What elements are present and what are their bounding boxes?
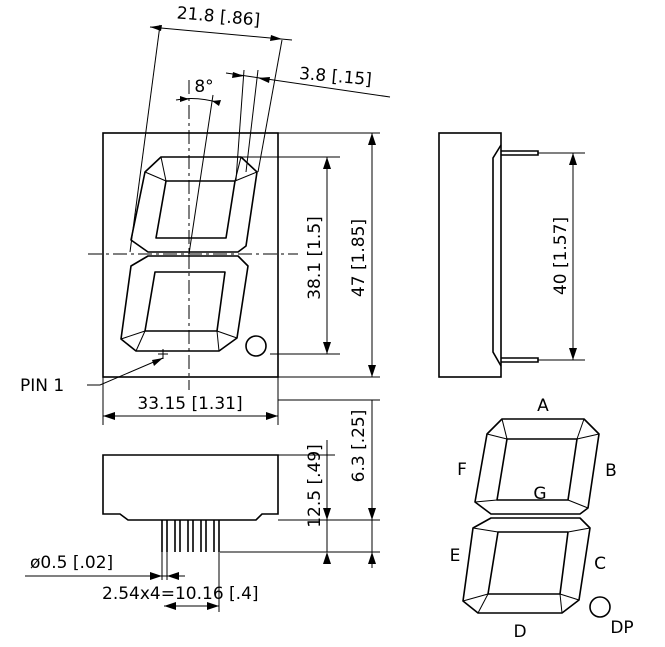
- slant-axis-line: [188, 94, 214, 255]
- seg-bevel: [135, 330, 146, 352]
- legend-digit-upper-outer: [474, 418, 600, 515]
- arrow: [167, 572, 179, 580]
- pin1-leader: [87, 357, 164, 386]
- arrow: [103, 412, 115, 420]
- legend-label-c: C: [594, 554, 606, 574]
- dim-line-segment: [225, 72, 391, 98]
- seg-bevel: [567, 527, 591, 533]
- digit-upper-outer: [130, 156, 258, 253]
- legend-label-e: E: [450, 546, 461, 566]
- arrow: [180, 96, 189, 102]
- arrow: [368, 552, 376, 564]
- front-body-outline: [102, 132, 279, 378]
- dim-angle-label: 8°: [194, 77, 213, 97]
- arrow: [150, 572, 162, 580]
- seg-bevel: [576, 418, 585, 440]
- seg-bevel: [576, 433, 600, 440]
- side-body-step: [492, 144, 502, 367]
- seg-bevel: [462, 593, 489, 602]
- digit-lower-inner: [144, 271, 226, 332]
- side-view: 40 [1.57]: [438, 132, 585, 378]
- arrow: [323, 157, 331, 169]
- side-pin-top: [501, 150, 539, 156]
- seg-bevel: [474, 499, 498, 503]
- seg-bevel: [234, 171, 258, 182]
- pin1-label: PIN 1: [20, 376, 64, 396]
- arrow: [258, 77, 270, 83]
- dim-body-thickness-label: 6.3 [.25]: [349, 410, 369, 483]
- arrow: [207, 602, 219, 610]
- seg-bevel: [160, 156, 167, 182]
- arrow: [569, 153, 577, 165]
- arrow: [164, 602, 176, 610]
- segment-legend: A B C D E F G DP: [450, 396, 634, 642]
- dim-total-height-label: 47 [1.85]: [349, 219, 369, 297]
- digit-upper-inner: [155, 180, 236, 239]
- arrow: [323, 552, 331, 564]
- dim-line-width: [149, 26, 293, 41]
- arrow: [150, 25, 162, 31]
- seg-bevel: [477, 593, 489, 614]
- arrow: [212, 100, 221, 106]
- digit-lower-outer: [120, 255, 249, 352]
- dim-body-width-label: 33.15 [1.31]: [137, 394, 242, 414]
- seg-bevel: [501, 418, 508, 440]
- seg-bevel: [216, 330, 238, 339]
- legend-label-dp: DP: [610, 618, 633, 638]
- seg-bevel: [120, 330, 146, 340]
- seg-bevel: [216, 330, 220, 352]
- extension-line: [245, 69, 259, 173]
- extension-line: [235, 69, 245, 181]
- seg-bevel: [144, 171, 167, 182]
- side-body-outline: [438, 132, 502, 378]
- seg-bevel: [559, 593, 563, 614]
- seg-bevel: [486, 433, 508, 440]
- legend-label-g: G: [533, 484, 546, 504]
- arrow: [270, 35, 282, 41]
- dim-pin-pitch-label: 2.54x4=10.16 [.4]: [102, 584, 259, 604]
- extension-line: [129, 24, 161, 253]
- arrow: [368, 365, 376, 377]
- seg-bevel: [559, 593, 580, 601]
- bottom-view: 12.5 [.49] 6.3 [.25] ø0.5 [.02] 2.54x4=1…: [25, 399, 380, 612]
- decimal-point: [245, 335, 267, 357]
- legend-label-f: F: [457, 460, 467, 480]
- dim-segment-width-label: 3.8 [.15]: [298, 64, 372, 90]
- front-view: 21.8 [.86] 3.8 [.15] 8° 38.1 [1.5] 47 [1…: [20, 3, 391, 425]
- legend-decimal-point: [589, 596, 611, 618]
- arrow: [368, 508, 376, 520]
- arrow: [232, 72, 244, 78]
- side-pin-bottom: [501, 357, 539, 363]
- arrow: [323, 342, 331, 354]
- arrow: [569, 348, 577, 360]
- arrow: [368, 133, 376, 145]
- seg-bevel: [567, 499, 589, 509]
- legend-label-a: A: [537, 396, 549, 416]
- extension-line: [257, 39, 283, 173]
- arrow: [152, 358, 163, 366]
- arrow: [266, 412, 278, 420]
- legend-label-b: B: [605, 461, 617, 481]
- legend-label-d: D: [513, 622, 526, 642]
- dim-digit-height-label: 38.1 [1.5]: [305, 216, 325, 300]
- arrow: [323, 508, 331, 520]
- dim-side-height-label: 40 [1.57]: [551, 217, 571, 295]
- dim-width-label: 21.8 [.86]: [176, 3, 261, 30]
- dim-pin-diameter-label: ø0.5 [.02]: [30, 553, 113, 573]
- legend-digit-lower-inner: [487, 531, 569, 595]
- bottom-body-outline: [102, 454, 279, 521]
- dim-pin-length-label: 12.5 [.49]: [305, 444, 325, 528]
- seg-bevel: [472, 527, 499, 533]
